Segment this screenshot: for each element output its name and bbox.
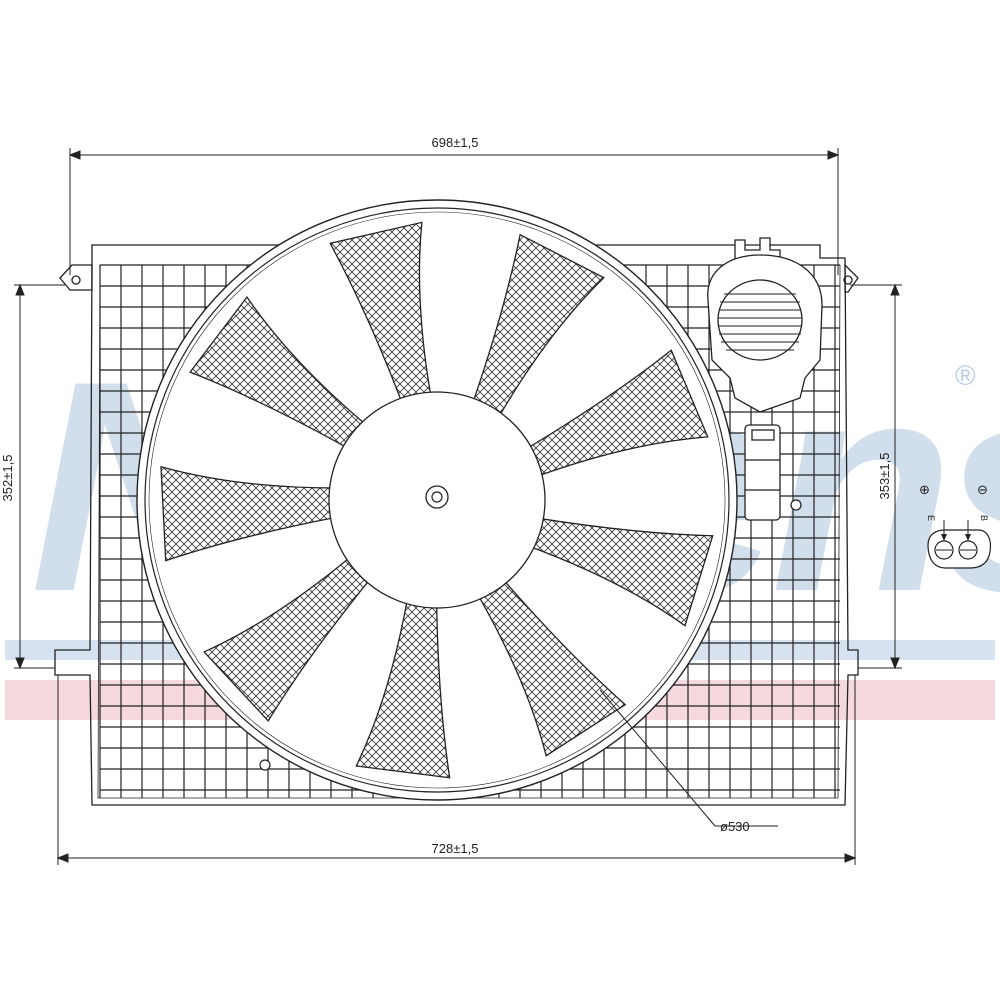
dimension-right-height: 353±1,5 <box>877 453 892 500</box>
fan-blade <box>470 233 605 421</box>
fan-blade <box>329 221 433 407</box>
dimension-top-width: 698±1,5 <box>432 135 479 150</box>
fan-blade <box>525 517 714 627</box>
fan-blade <box>523 349 709 479</box>
connector-positive-symbol: ⊕ <box>919 482 930 497</box>
motor-housing <box>707 237 823 521</box>
dimension-lines <box>14 148 902 865</box>
fan-blade <box>189 295 370 451</box>
dimension-bottom-width: 728±1,5 <box>432 841 479 856</box>
fan-blade <box>355 594 451 779</box>
screw-bottom-left <box>259 759 271 771</box>
dimension-left-height: 352±1,5 <box>0 455 15 502</box>
connector-positive-label: E <box>926 515 936 521</box>
fan-blade <box>203 553 374 722</box>
fan-blade <box>160 465 340 562</box>
fan-blades <box>160 221 714 779</box>
fan-blade <box>475 576 627 757</box>
electrical-connector-detail: E ⊕ B ⊖ <box>919 482 992 569</box>
fan-ring <box>136 199 738 801</box>
watermark-registered-mark: ® <box>955 360 976 391</box>
dimension-fan-diameter: ø530 <box>720 819 750 834</box>
connector-negative-symbol: ⊖ <box>977 482 988 497</box>
fan-hub <box>328 391 546 609</box>
connector-negative-label: B <box>979 515 989 521</box>
motor-vent-lines <box>718 293 802 351</box>
